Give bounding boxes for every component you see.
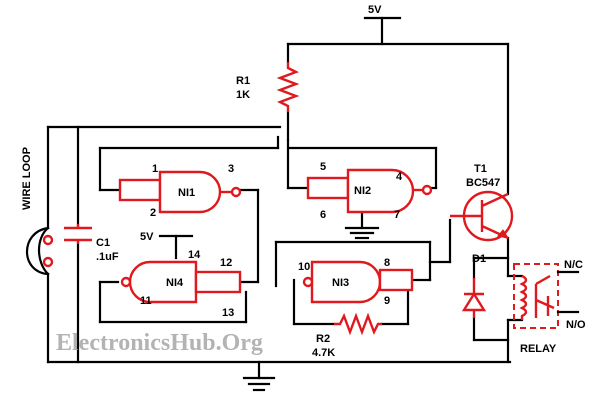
ni3-pin-10: 10 [298,261,310,273]
relay-no-label: N/O [566,319,586,331]
r2-name: R2 [316,333,330,345]
loop-terminal-bottom [42,256,54,268]
ni1-pin-3: 3 [228,163,234,175]
gate-ni3-bubble [302,276,314,288]
ni4-pin-12: 12 [220,257,232,269]
ni1-pin-1: 1 [152,163,158,175]
diode-triangle [461,291,487,312]
gate-vcc-label: 5V [140,231,154,243]
vcc-label: 5V [368,4,382,16]
relay-coil [519,274,528,320]
resistor-r2 [334,312,382,336]
relay-label: RELAY [520,343,557,355]
ni1-name: NI1 [178,187,195,199]
t1-part: BC547 [466,177,500,189]
ni3-pin-8: 8 [384,257,390,269]
relay-contact-no [535,298,555,310]
ni4-pin-13: 13 [222,307,234,319]
gate-ni4-inputs [194,270,242,294]
gate-ni3 [302,260,414,304]
gate-ni1-inputs [118,178,162,202]
watermark: ElectronicsHub.Org [56,330,263,356]
relay [513,263,580,329]
gate-ni3-outputs [378,268,414,292]
ni2-pin-7: 7 [394,209,400,221]
resistor-r1 [276,62,300,112]
r1-value: 1K [236,89,250,101]
gate-ni2-body [346,168,415,214]
gate-ni4 [120,260,242,304]
gate-ni2 [306,168,433,214]
relay-contact-nc [535,274,551,286]
wire-loop-label: WIRE LOOP [21,147,33,210]
t1-name: T1 [474,163,487,175]
transistor-t1 [450,190,514,242]
c1-name: .1uF [96,251,119,263]
relay-nc-label: N/C [564,259,583,271]
ni2-pin-4: 4 [396,171,403,183]
wire-loop-left [25,226,50,276]
emitter-arrow [497,229,510,239]
d1-label: D1 [472,253,486,265]
c1-label: C1 [96,237,110,249]
ni4-pin-14: 14 [188,249,201,261]
gate-ni4-bubble [120,276,132,288]
ni2-pin-5: 5 [320,161,326,173]
r1-name: R1 [236,75,250,87]
gate-ni2-inputs [306,176,350,200]
r2-value: 4.7K [312,347,335,359]
labels: 5V R1 1K .1uF C1 WIRE LOOP 1 2 3 NI1 5 6… [21,4,586,359]
relay-outline [513,263,559,329]
gate-ni1-body [158,170,222,214]
diode-d1 [461,278,487,318]
ni3-name: NI3 [332,277,349,289]
ni1-pin-2: 2 [150,207,156,219]
ni4-name: NI4 [166,277,184,289]
wire-loop-inner [37,226,50,276]
loop-terminal-top [42,234,54,246]
wiring [25,16,524,392]
components [42,62,580,336]
gate-ni1-bubble [230,186,242,198]
ni2-pin-6: 6 [320,209,326,221]
gate-ni1 [118,170,242,214]
ni3-pin-9: 9 [384,295,390,307]
gate-ni2-bubble [421,184,433,196]
gate-ni4-body [128,260,198,304]
ni2-name: NI2 [354,185,371,197]
ni4-pin-11: 11 [140,295,152,307]
